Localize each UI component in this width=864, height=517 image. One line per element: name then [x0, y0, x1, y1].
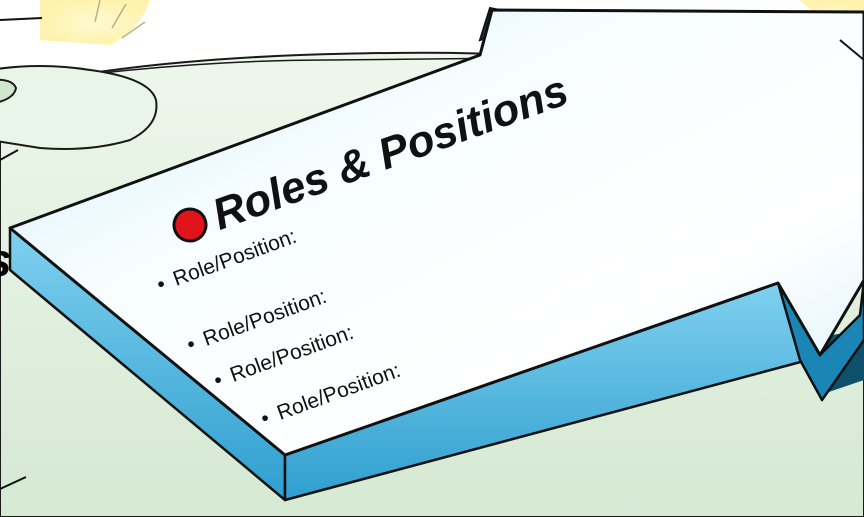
arrow-top-face: [8, 8, 864, 457]
pond-shape: [0, 65, 158, 150]
edge-line-bottom: [0, 476, 27, 490]
edge-letter: s: [0, 234, 12, 286]
edge-line-mid: [0, 149, 19, 161]
arrow-head-side: [776, 278, 864, 402]
pond-small: [0, 78, 18, 103]
arrow-head-edge: [839, 39, 864, 61]
edge-line-top: [0, 17, 43, 21]
heading-marker: [172, 207, 208, 243]
